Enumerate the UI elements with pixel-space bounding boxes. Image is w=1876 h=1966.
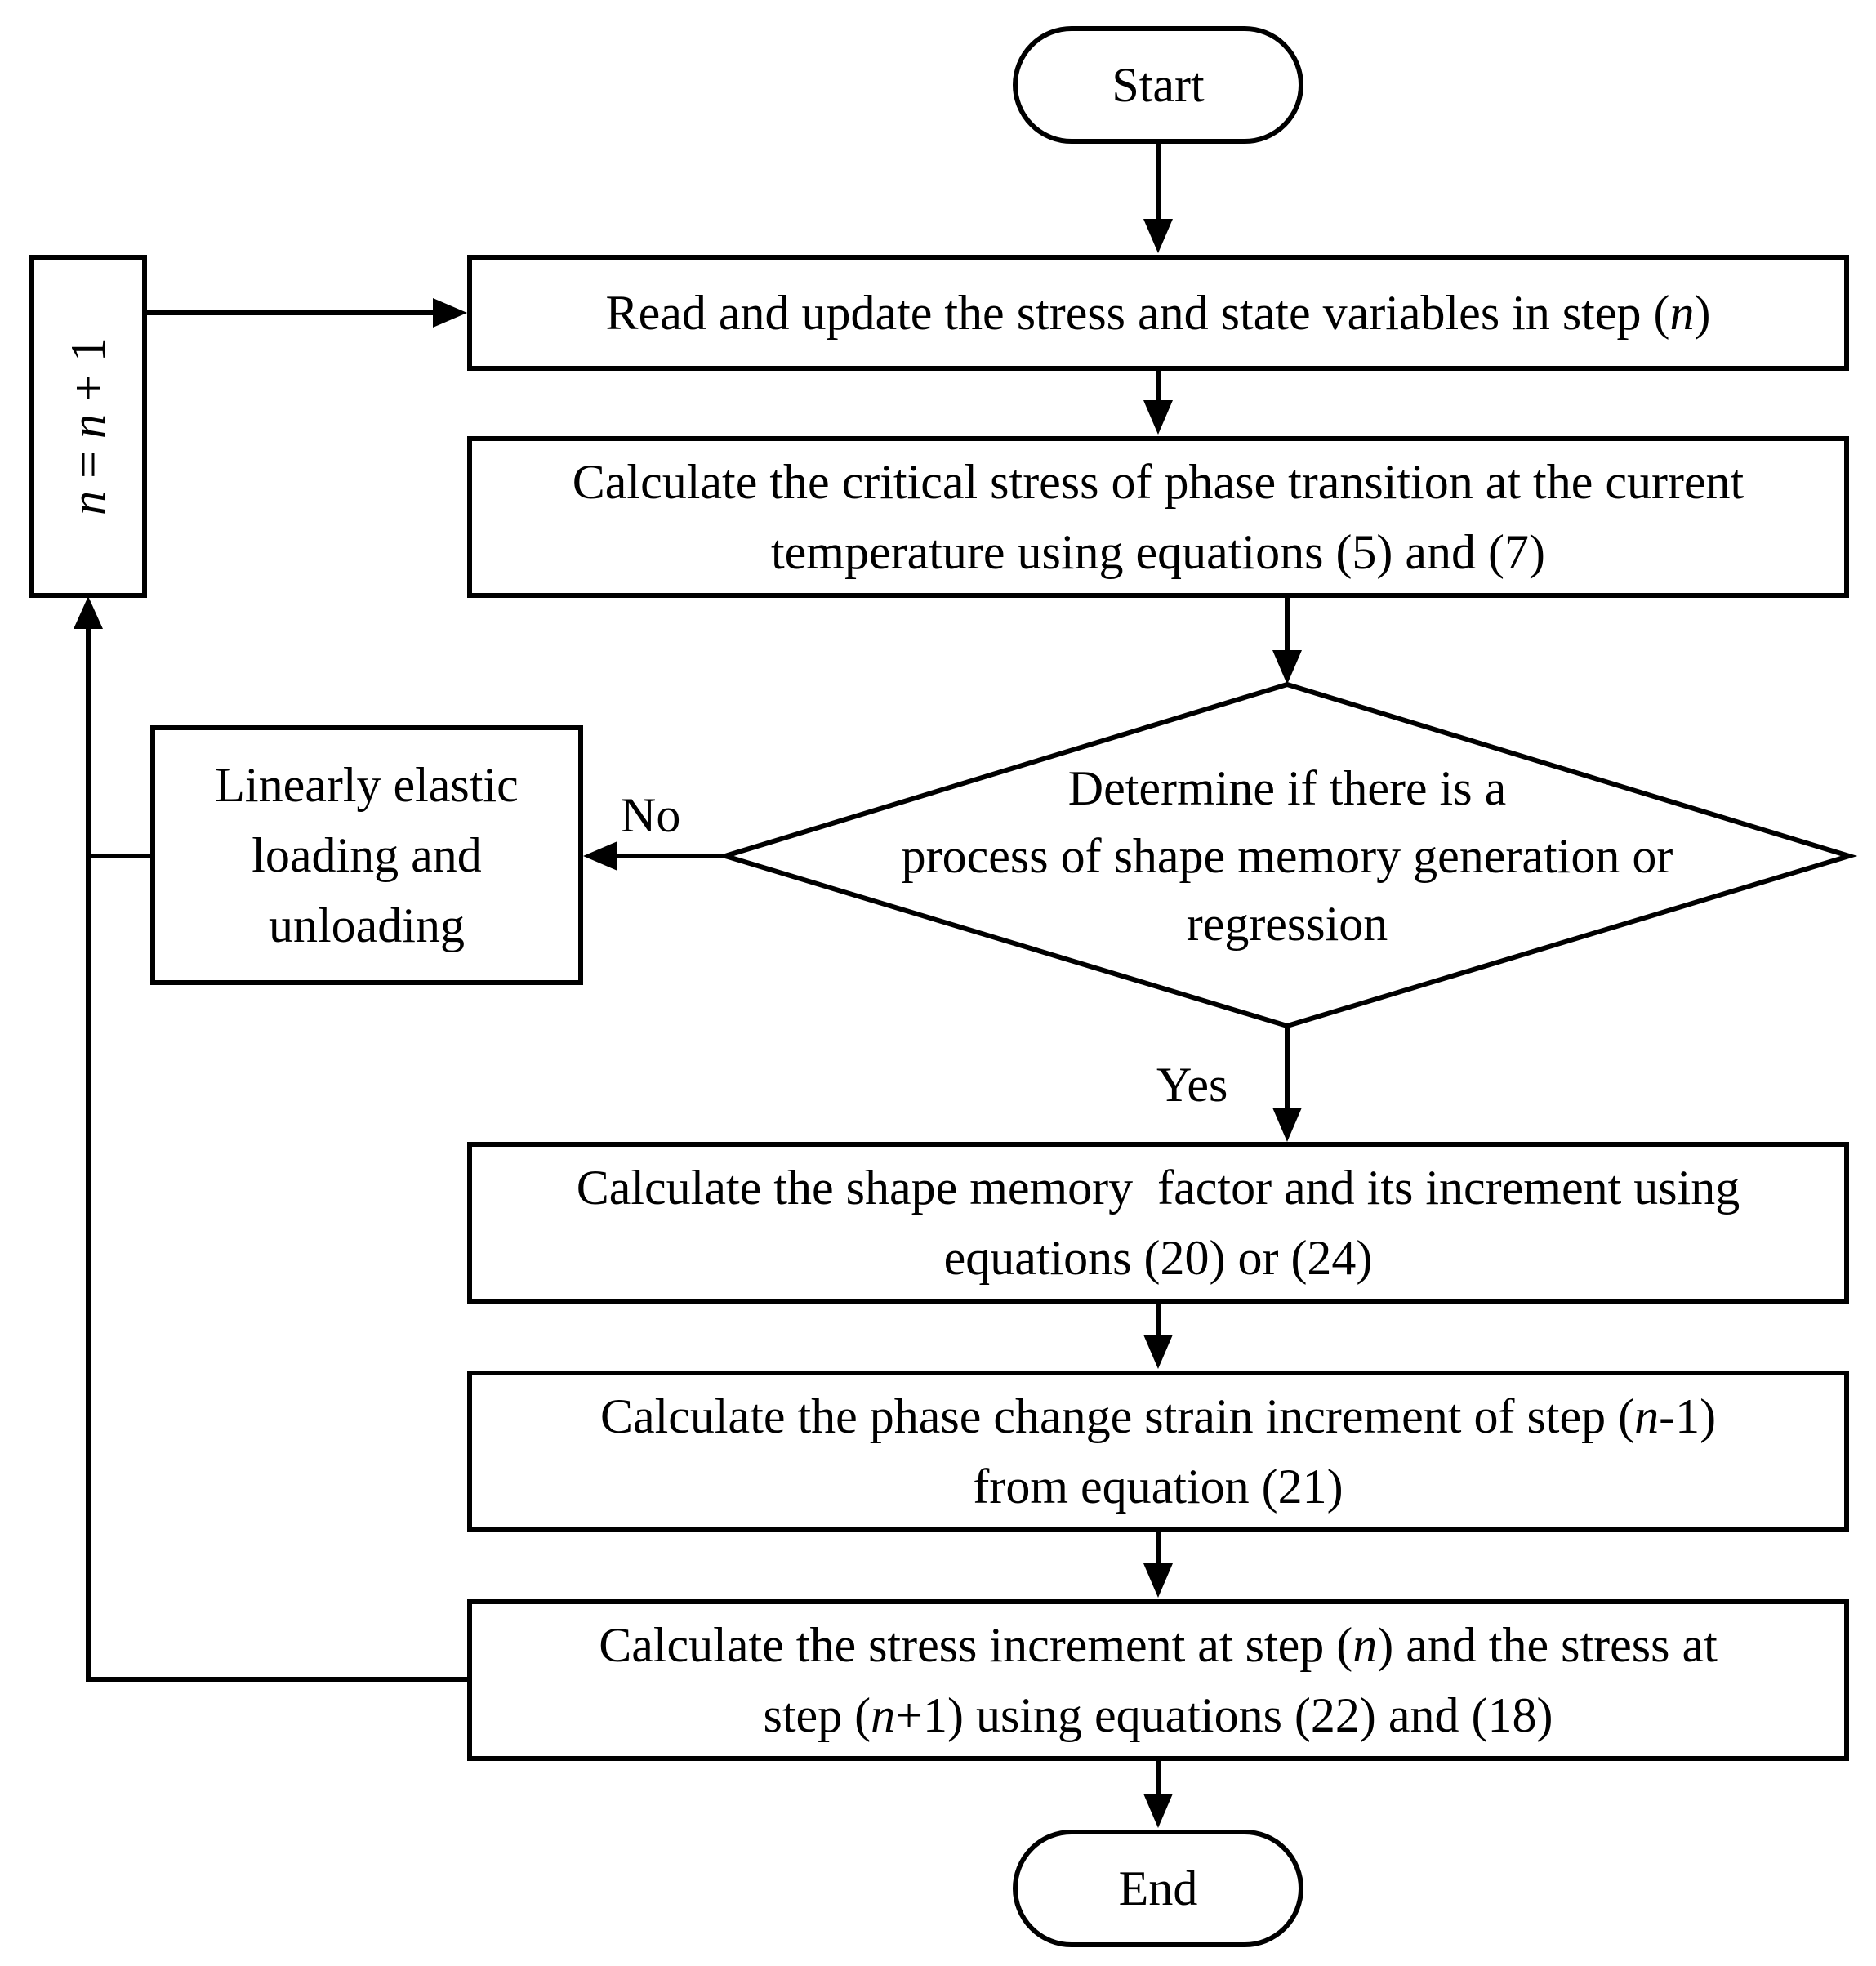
arrowhead-stress-to-end	[1143, 1794, 1173, 1828]
arrowhead-loop-to-counter	[74, 596, 103, 629]
step-strain-suffix: -1)	[1659, 1389, 1717, 1443]
step-factor-line1: Calculate the shape memory factor and it…	[576, 1161, 1740, 1215]
start-terminal: Start	[1013, 26, 1303, 144]
elastic-line3: unloading	[269, 898, 465, 952]
step-stress-line2-var: n	[871, 1688, 896, 1742]
arrowhead-decision-to-factor	[1272, 1108, 1302, 1142]
step-stress-line2: step (n+1) using equations (22) and (18)	[764, 1680, 1553, 1750]
line-stress-to-loop	[86, 629, 467, 1682]
end-terminal: End	[1013, 1830, 1303, 1947]
step-stress-line1-prefix: Calculate the stress increment at step (	[599, 1618, 1353, 1672]
decision-line2: process of shape memory generation or	[901, 828, 1673, 883]
end-label: End	[1118, 1861, 1198, 1915]
step-strain-line1: Calculate the phase change strain increm…	[600, 1381, 1716, 1451]
step-read-var: n	[1669, 286, 1695, 340]
step-stress-line1-suffix: ) and the stress at	[1377, 1618, 1718, 1672]
start-label: Start	[1112, 58, 1205, 112]
step-stress-line2-prefix: step (	[763, 1688, 871, 1742]
step-strain-line2: from equation (21)	[973, 1460, 1344, 1514]
step-phase-change-strain: Calculate the phase change strain increm…	[467, 1371, 1849, 1532]
arrowhead-critical-to-decision	[1272, 650, 1302, 684]
arrowhead-strain-to-stress	[1143, 1563, 1173, 1598]
elastic-line1: Linearly elastic	[215, 758, 519, 812]
counter-var-left: n	[61, 490, 115, 515]
arrowhead-read-to-critical	[1143, 400, 1173, 435]
step-strain-var: n	[1634, 1389, 1660, 1443]
step-stress-line2-suffix: +1) using equations (22) and (18)	[895, 1688, 1553, 1742]
arrowhead-start-to-read	[1143, 219, 1173, 253]
yes-label: Yes	[1156, 1058, 1228, 1112]
decision-line3: regression	[1186, 896, 1388, 951]
counter-label: n = n + 1	[61, 337, 115, 515]
step-critical-line2: temperature using equations (5) and (7)	[770, 525, 1546, 579]
elastic-box: Linearly elastic loading and unloading	[150, 725, 583, 985]
step-read-update: Read and update the stress and state var…	[467, 255, 1849, 371]
step-factor-line2: equations (20) or (24)	[943, 1231, 1373, 1285]
arrowhead-factor-to-strain	[1143, 1335, 1173, 1369]
step-critical-line1: Calculate the critical stress of phase t…	[572, 455, 1745, 509]
decision-text: Determine if there is a process of shape…	[817, 750, 1758, 962]
step-read-text: Read and update the stress and state var…	[606, 278, 1711, 348]
arrowhead-counter-to-read	[433, 298, 467, 328]
no-label: No	[621, 788, 681, 842]
step-critical-stress: Calculate the critical stress of phase t…	[467, 436, 1849, 598]
step-strain-prefix: Calculate the phase change strain increm…	[599, 1389, 1635, 1443]
counter-box	[29, 255, 147, 598]
step-shape-memory-factor: Calculate the shape memory factor and it…	[467, 1142, 1849, 1304]
decision-line1: Determine if there is a	[1067, 760, 1507, 815]
step-stress-line1-var: n	[1352, 1618, 1378, 1672]
step-stress-line1: Calculate the stress increment at step (…	[599, 1610, 1718, 1680]
step-stress-increment: Calculate the stress increment at step (…	[467, 1599, 1849, 1761]
counter-var-right: n	[61, 414, 115, 439]
step-read-suffix: )	[1694, 286, 1711, 340]
arrowhead-decision-to-elastic	[583, 841, 617, 871]
elastic-line2: loading and	[252, 828, 482, 882]
counter-suffix: + 1	[61, 337, 115, 414]
counter-op: =	[61, 439, 115, 491]
step-read-prefix: Read and update the stress and state var…	[605, 286, 1670, 340]
